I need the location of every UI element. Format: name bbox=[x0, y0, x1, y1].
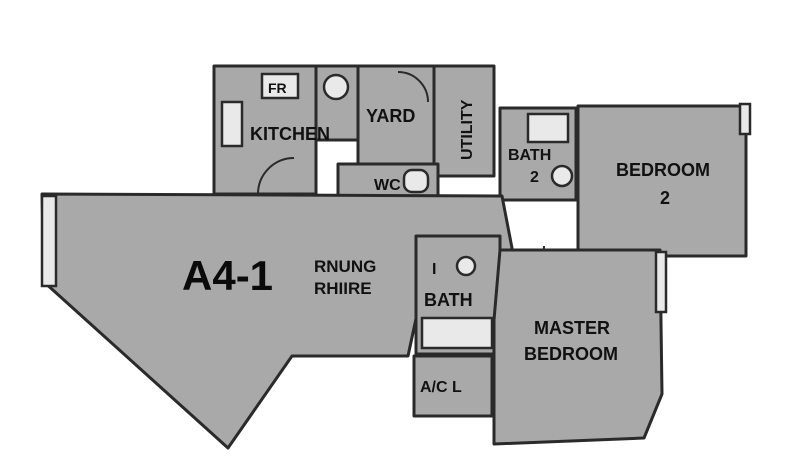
yard-door bbox=[397, 71, 429, 103]
label-acl: A/C L bbox=[420, 379, 462, 396]
label-utility: UTILITY bbox=[459, 99, 476, 160]
label-kitchen: KITCHEN bbox=[250, 124, 330, 144]
utility-room bbox=[432, 64, 496, 178]
fridge-label: FR bbox=[268, 80, 287, 96]
washer-area bbox=[314, 64, 360, 142]
label-bedroom-2: BEDROOM bbox=[616, 160, 710, 180]
label-yard: YARD bbox=[366, 106, 415, 126]
bath-2-shower bbox=[526, 112, 570, 144]
bedroom-2-window bbox=[738, 102, 752, 136]
acl-room bbox=[412, 354, 494, 418]
stove-fixture bbox=[220, 100, 244, 148]
label-bath-1: BATH bbox=[424, 290, 473, 310]
bath-2-basin bbox=[550, 164, 574, 188]
washer-fixture bbox=[322, 73, 350, 101]
label-bath-1-num: I bbox=[432, 261, 436, 278]
living-room bbox=[40, 192, 514, 450]
label-master: MASTER bbox=[534, 318, 610, 338]
master-bedroom-room bbox=[492, 248, 664, 446]
master-window bbox=[654, 250, 668, 314]
label-living: RNUNG bbox=[314, 257, 376, 276]
label-bedroom-2-num: 2 bbox=[660, 188, 670, 208]
bath-1-basin bbox=[455, 255, 477, 277]
kitchen-door bbox=[257, 157, 295, 195]
bath-1-tub bbox=[420, 316, 494, 350]
label-dining: RHIIRE bbox=[314, 279, 372, 298]
label-bath-2-num: 2 bbox=[530, 169, 539, 186]
label-bath-2: BATH bbox=[508, 147, 551, 164]
living-window bbox=[40, 194, 58, 288]
wc-toilet bbox=[402, 168, 430, 194]
label-master-bedroom: BEDROOM bbox=[524, 344, 618, 364]
label-wc: WC bbox=[374, 177, 401, 194]
fridge-fixture bbox=[260, 72, 300, 100]
bedroom-2-room bbox=[576, 104, 748, 258]
unit-code: A4-1 bbox=[182, 252, 273, 299]
